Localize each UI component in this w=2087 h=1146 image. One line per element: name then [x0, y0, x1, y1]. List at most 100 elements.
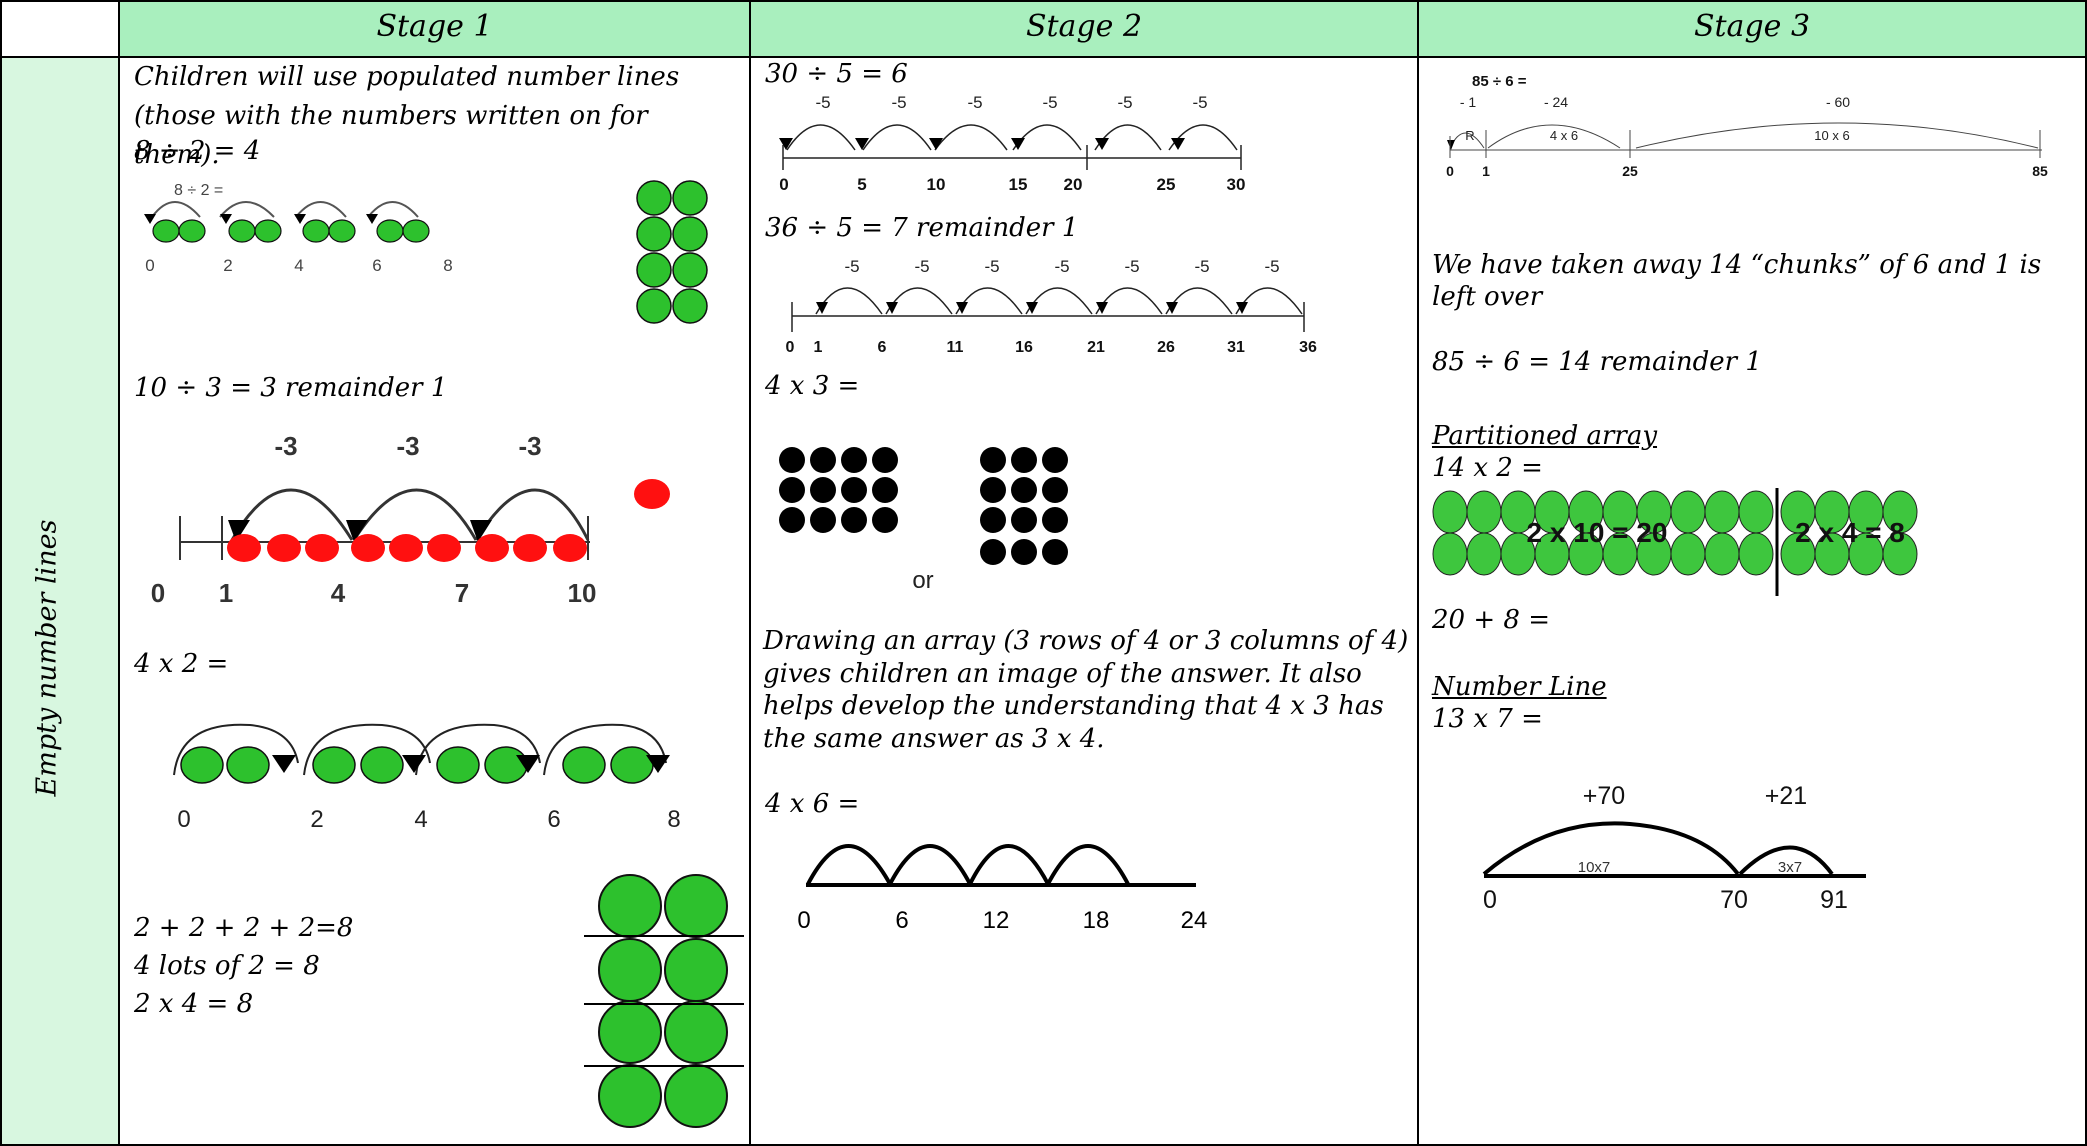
diagram-label: 0 [145, 256, 154, 275]
stage1-rep2: 4 lots of 2 = 8 [134, 950, 320, 982]
stage3-numberline: +70 +21 10x7 3x7 0 70 91 [1470, 778, 1880, 918]
diagram-label: 26 [1157, 339, 1175, 356]
diagram-label: 10 [927, 175, 946, 194]
diagram-label: 6 [878, 339, 887, 356]
diagram-label: 0 [797, 907, 810, 934]
diagram-label: 10 [568, 578, 597, 608]
diagram-label: R [1465, 128, 1474, 143]
diagram-label: 0 [151, 578, 165, 608]
diagram-label: 25 [1622, 163, 1638, 179]
diagram-label: 4 [331, 578, 346, 608]
stage1-numberline-3: 0 2 4 6 8 [160, 715, 700, 835]
diagram-label: -3 [274, 431, 297, 461]
diagram-label: 8 [667, 806, 680, 833]
diagram-label: -5 [967, 93, 982, 112]
stage1-counters-array [632, 180, 712, 330]
stage1-rep1: 2 + 2 + 2 + 2=8 [134, 912, 353, 944]
diagram-label: -5 [1264, 257, 1279, 276]
diagram-label: 1 [219, 578, 233, 608]
diagram-label: 4 [294, 256, 303, 275]
diagram-label: 12 [983, 907, 1010, 934]
diagram-label: -5 [844, 257, 859, 276]
diagram-label: 31 [1227, 339, 1245, 356]
diagram-label: 24 [1181, 907, 1208, 934]
stage1-groups-of-two [584, 870, 744, 1140]
stage3-cell [1417, 56, 2087, 1146]
diagram-label: -5 [891, 93, 906, 112]
diagram-label: -5 [1194, 257, 1209, 276]
stage2-eq4: 4 x 6 = [765, 788, 859, 820]
partitioned-array-sum: 20 + 8 = [1432, 604, 1550, 636]
stage1-eq3: 4 x 2 = [134, 648, 228, 680]
stage1-rep3: 2 x 4 = 8 [134, 988, 253, 1020]
pa-left-label: 2 x 10 = 20 [1527, 517, 1668, 548]
diagram-label: 10x7 [1578, 859, 1611, 876]
diagram-label: -5 [1192, 93, 1207, 112]
diagram-label: 30 [1227, 175, 1246, 194]
diagram-label: 1 [1482, 163, 1490, 179]
diagram-label: 0 [1446, 163, 1454, 179]
stage2-eq2: 36 ÷ 5 = 7 remainder 1 [765, 212, 1078, 244]
diagram-label: 18 [1083, 907, 1110, 934]
diagram-label: -5 [815, 93, 830, 112]
diagram-label: 3x7 [1778, 859, 1802, 876]
chunk-eq: 85 ÷ 6 = [1472, 73, 1527, 90]
diagram-label: -5 [984, 257, 999, 276]
stage2-numberline-1: -5 -5 -5 -5 -5 -5 0 5 10 15 20 25 30 [775, 90, 1255, 200]
diagram-label: -5 [1042, 93, 1057, 112]
diagram-label: 0 [779, 175, 788, 194]
diagram-label: 85 [2032, 163, 2048, 179]
nl1-caption: 8 ÷ 2 = [174, 182, 223, 199]
pa-right-label: 2 x 4 = 8 [1795, 517, 1905, 548]
stage2-numberline-2: -5 -5 -5 -5 -5 -5 -5 0 1 6 11 16 21 26 3… [780, 252, 1320, 362]
header-stage2: Stage 2 [749, 0, 1419, 58]
row-label: Empty number lines [32, 520, 63, 797]
diagram-label: 36 [1299, 339, 1317, 356]
diagram-label: -5 [914, 257, 929, 276]
diagram-label: 6 [895, 907, 908, 934]
number-line-title: Number Line [1432, 671, 1607, 703]
stage1-eq1: 8 ÷ 2 = 4 [134, 135, 260, 167]
diagram-label: -5 [1117, 93, 1132, 112]
diagram-label: -3 [518, 431, 541, 461]
diagram-label: -3 [396, 431, 419, 461]
diagram-label: 6 [547, 806, 560, 833]
diagram-label: 1 [814, 339, 823, 356]
stage1-numberline-2: -3 -3 -3 0 1 4 7 10 [140, 430, 680, 630]
diagram-label: 21 [1087, 339, 1105, 356]
diagram-label: - 24 [1544, 94, 1568, 110]
diagram-label: 7 [455, 578, 469, 608]
row-label-cell: Empty number lines [0, 56, 120, 1146]
header-stage1: Stage 1 [118, 0, 751, 58]
number-line-eq: 13 x 7 = [1432, 703, 1543, 735]
diagram-label: 11 [947, 339, 964, 356]
diagram-label: +21 [1765, 782, 1807, 810]
diagram-label: -5 [1054, 257, 1069, 276]
diagram-label: 20 [1064, 175, 1083, 194]
header-stage3: Stage 3 [1417, 0, 2087, 58]
partitioned-array: 2 x 10 = 20 2 x 4 = 8 [1432, 488, 1912, 598]
diagram-label: 4 [414, 806, 427, 833]
diagram-label: 6 [372, 256, 381, 275]
partitioned-array-title: Partitioned array [1432, 420, 1657, 452]
diagram-label: 25 [1157, 175, 1176, 194]
diagram-label: 70 [1720, 886, 1748, 914]
diagram-label: 91 [1820, 886, 1848, 914]
diagram-label: 15 [1009, 175, 1028, 194]
diagram-label: - 1 [1460, 94, 1477, 110]
diagram-label: 0 [177, 806, 190, 833]
diagram-label: 10 x 6 [1814, 128, 1849, 143]
stage2-numberline-3: 0 6 12 18 24 [790, 828, 1220, 938]
stage2-eq3: 4 x 3 = [765, 370, 859, 402]
diagram-label: 0 [1483, 886, 1497, 914]
stage3-chunking-line: 85 ÷ 6 = - 1 - 24 - 60 R 4 x 6 10 x 6 0 … [1440, 68, 2060, 183]
stage2-explanation: Drawing an array (3 rows of 4 or 3 colum… [763, 625, 1413, 755]
stage1-eq2: 10 ÷ 3 = 3 remainder 1 [134, 372, 447, 404]
diagram-label: -5 [1124, 257, 1139, 276]
diagram-label: 2 [310, 806, 323, 833]
diagram-label: +70 [1583, 782, 1625, 810]
diagram-label: 8 [443, 256, 452, 275]
partitioned-array-eq: 14 x 2 = [1432, 452, 1543, 484]
diagram-label: 5 [857, 175, 866, 194]
corner-cell [0, 0, 120, 58]
